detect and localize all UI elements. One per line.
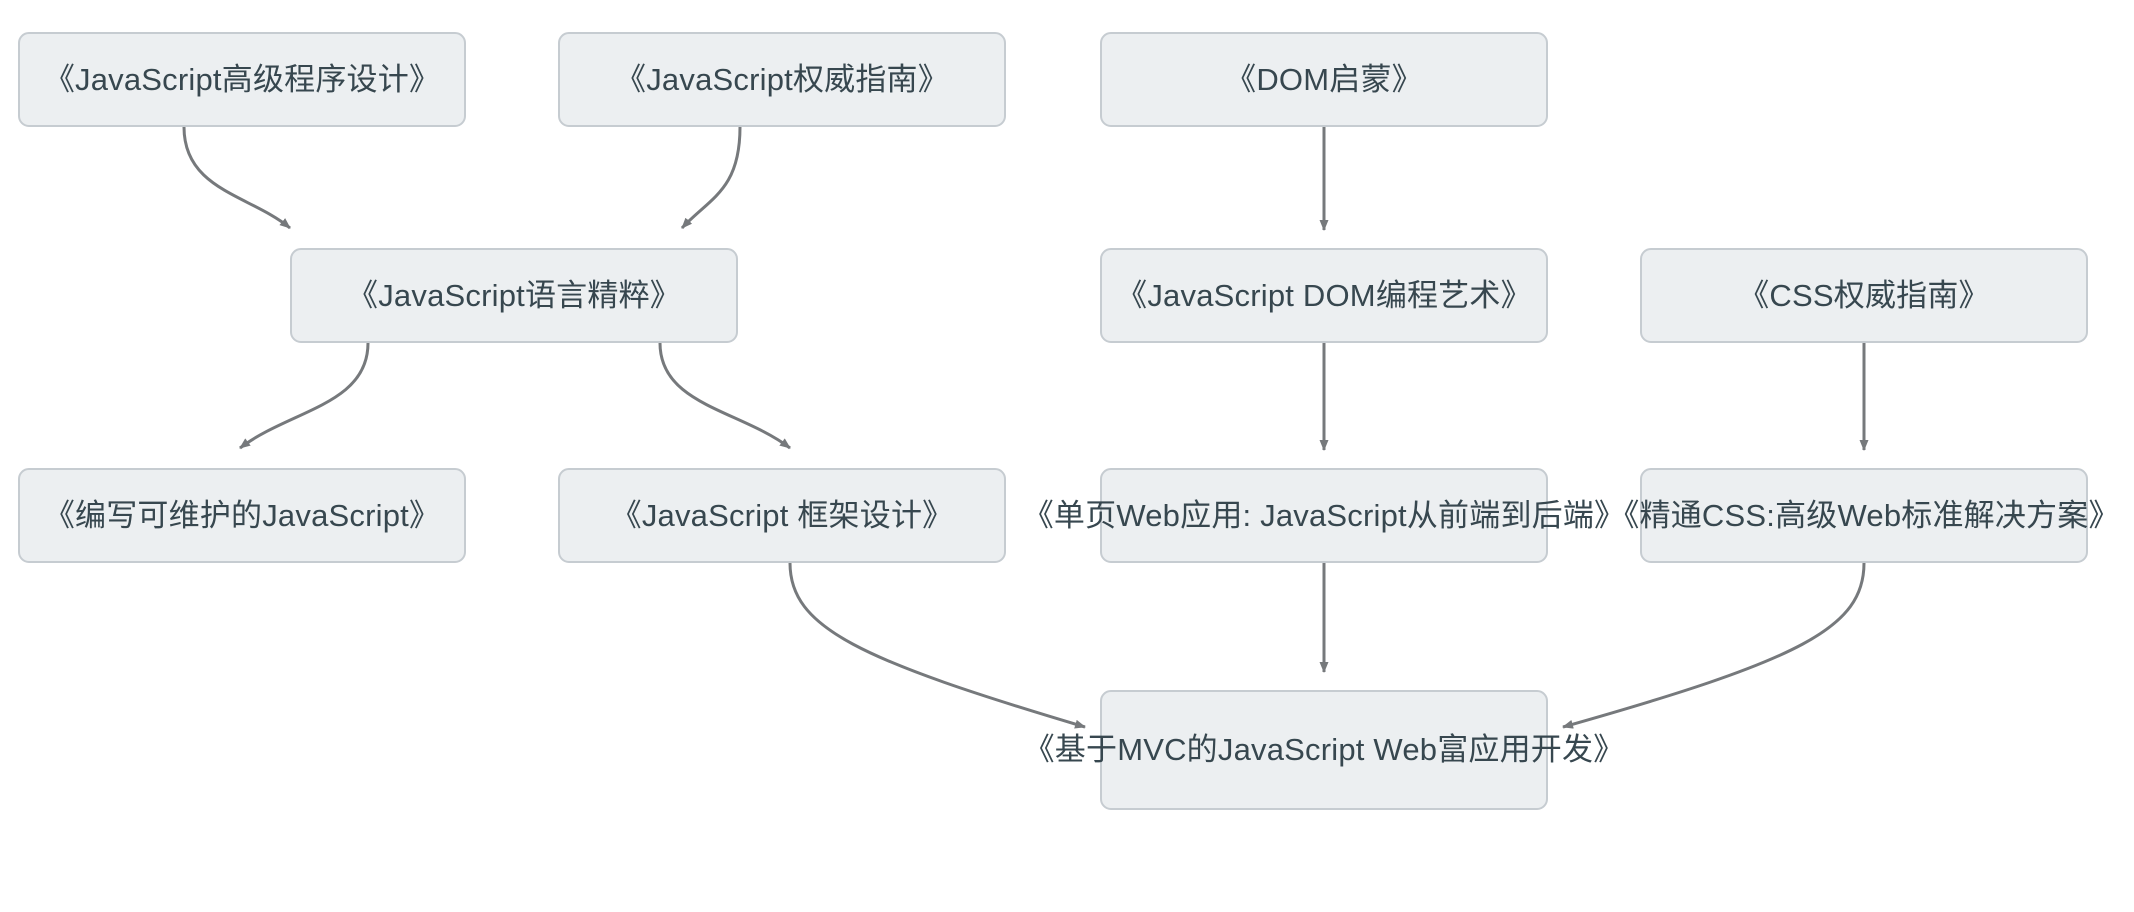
edge-n10-n11 bbox=[1562, 562, 1866, 729]
edge-n4-n8 bbox=[658, 342, 791, 450]
node-label: 《JavaScript语言精粹》 bbox=[347, 277, 681, 313]
edge-n2-n4 bbox=[680, 126, 742, 230]
node-label: 《编写可维护的JavaScript》 bbox=[43, 497, 441, 533]
node-maintainable-javascript[interactable]: 《编写可维护的JavaScript》 bbox=[18, 468, 466, 563]
node-javascript-advanced-programming[interactable]: 《JavaScript高级程序设计》 bbox=[18, 32, 466, 127]
edge-n1-n4 bbox=[182, 126, 291, 230]
node-javascript-the-good-parts[interactable]: 《JavaScript语言精粹》 bbox=[290, 248, 738, 343]
node-label: 《基于MVC的JavaScript Web富应用开发》 bbox=[1023, 732, 1625, 768]
edge-n8-n11 bbox=[788, 562, 1086, 729]
node-javascript-definitive-guide[interactable]: 《JavaScript权威指南》 bbox=[558, 32, 1006, 127]
node-label: 《单页Web应用: JavaScript从前端到后端》 bbox=[1022, 497, 1626, 533]
node-label: 《JavaScript权威指南》 bbox=[615, 61, 949, 97]
node-css-definitive-guide[interactable]: 《CSS权威指南》 bbox=[1640, 248, 2088, 343]
node-javascript-dom-scripting[interactable]: 《JavaScript DOM编程艺术》 bbox=[1100, 248, 1548, 343]
node-single-page-web-applications[interactable]: 《单页Web应用: JavaScript从前端到后端》 bbox=[1023, 468, 1625, 563]
node-label: 《CSS权威指南》 bbox=[1738, 277, 1990, 313]
node-label: 《JavaScript高级程序设计》 bbox=[43, 61, 441, 97]
node-mvc-javascript-web-apps[interactable]: 《基于MVC的JavaScript Web富应用开发》 bbox=[1024, 690, 1624, 810]
node-label: 《DOM启蒙》 bbox=[1225, 61, 1423, 97]
node-label: 《JavaScript 框架设计》 bbox=[610, 497, 954, 533]
node-mastering-css[interactable]: 《精通CSS:高级Web标准解决方案》 bbox=[1608, 468, 2119, 563]
edge-n4-n7 bbox=[239, 342, 370, 450]
node-label: 《精通CSS:高级Web标准解决方案》 bbox=[1608, 497, 2120, 533]
node-javascript-framework-design[interactable]: 《JavaScript 框架设计》 bbox=[558, 468, 1006, 563]
node-dom-enlightenment[interactable]: 《DOM启蒙》 bbox=[1100, 32, 1548, 127]
node-label: 《JavaScript DOM编程艺术》 bbox=[1116, 277, 1532, 313]
